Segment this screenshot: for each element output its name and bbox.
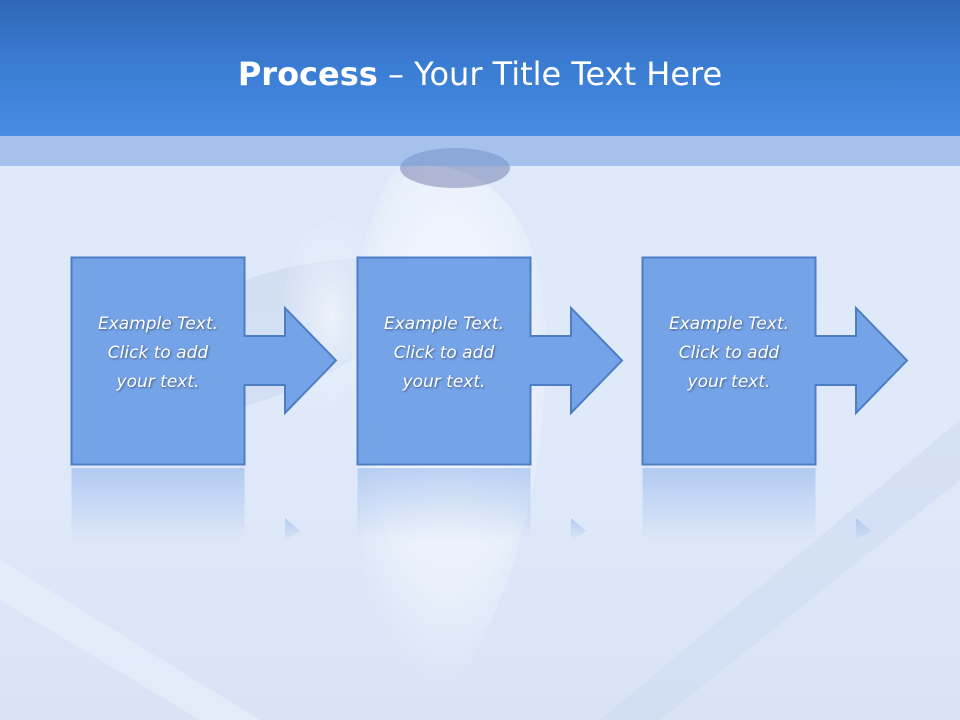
slide-title[interactable]: Process – Your Title Text Here [0, 52, 960, 96]
step-text[interactable]: Example Text. Click to add your text. [356, 310, 532, 397]
step-text[interactable]: Example Text. Click to add your text. [70, 310, 246, 397]
step-text-line: Click to add [107, 343, 209, 363]
header-sub-band [0, 136, 960, 166]
header-bar [0, 0, 960, 136]
step-text-line: your text. [116, 372, 200, 392]
step-text[interactable]: Example Text. Click to add your text. [641, 310, 817, 397]
step-text-line: Example Text. [668, 314, 790, 334]
step-text-line: your text. [687, 372, 771, 392]
step-arrow-shape [356, 256, 624, 541]
step-text-line: Click to add [678, 343, 780, 363]
process-step-1[interactable]: Example Text. Click to add your text. [70, 256, 410, 546]
step-arrow-shape [641, 256, 909, 541]
process-step-2[interactable]: Example Text. Click to add your text. [356, 256, 696, 546]
step-text-line: Example Text. [383, 314, 505, 334]
process-step-3[interactable]: Example Text. Click to add your text. [641, 256, 960, 546]
step-text-line: Example Text. [97, 314, 219, 334]
title-bold: Process [237, 55, 378, 93]
step-arrow-shape [70, 256, 338, 541]
step-text-line: Click to add [393, 343, 495, 363]
step-text-line: your text. [402, 372, 486, 392]
title-rest: – Your Title Text Here [377, 55, 723, 93]
